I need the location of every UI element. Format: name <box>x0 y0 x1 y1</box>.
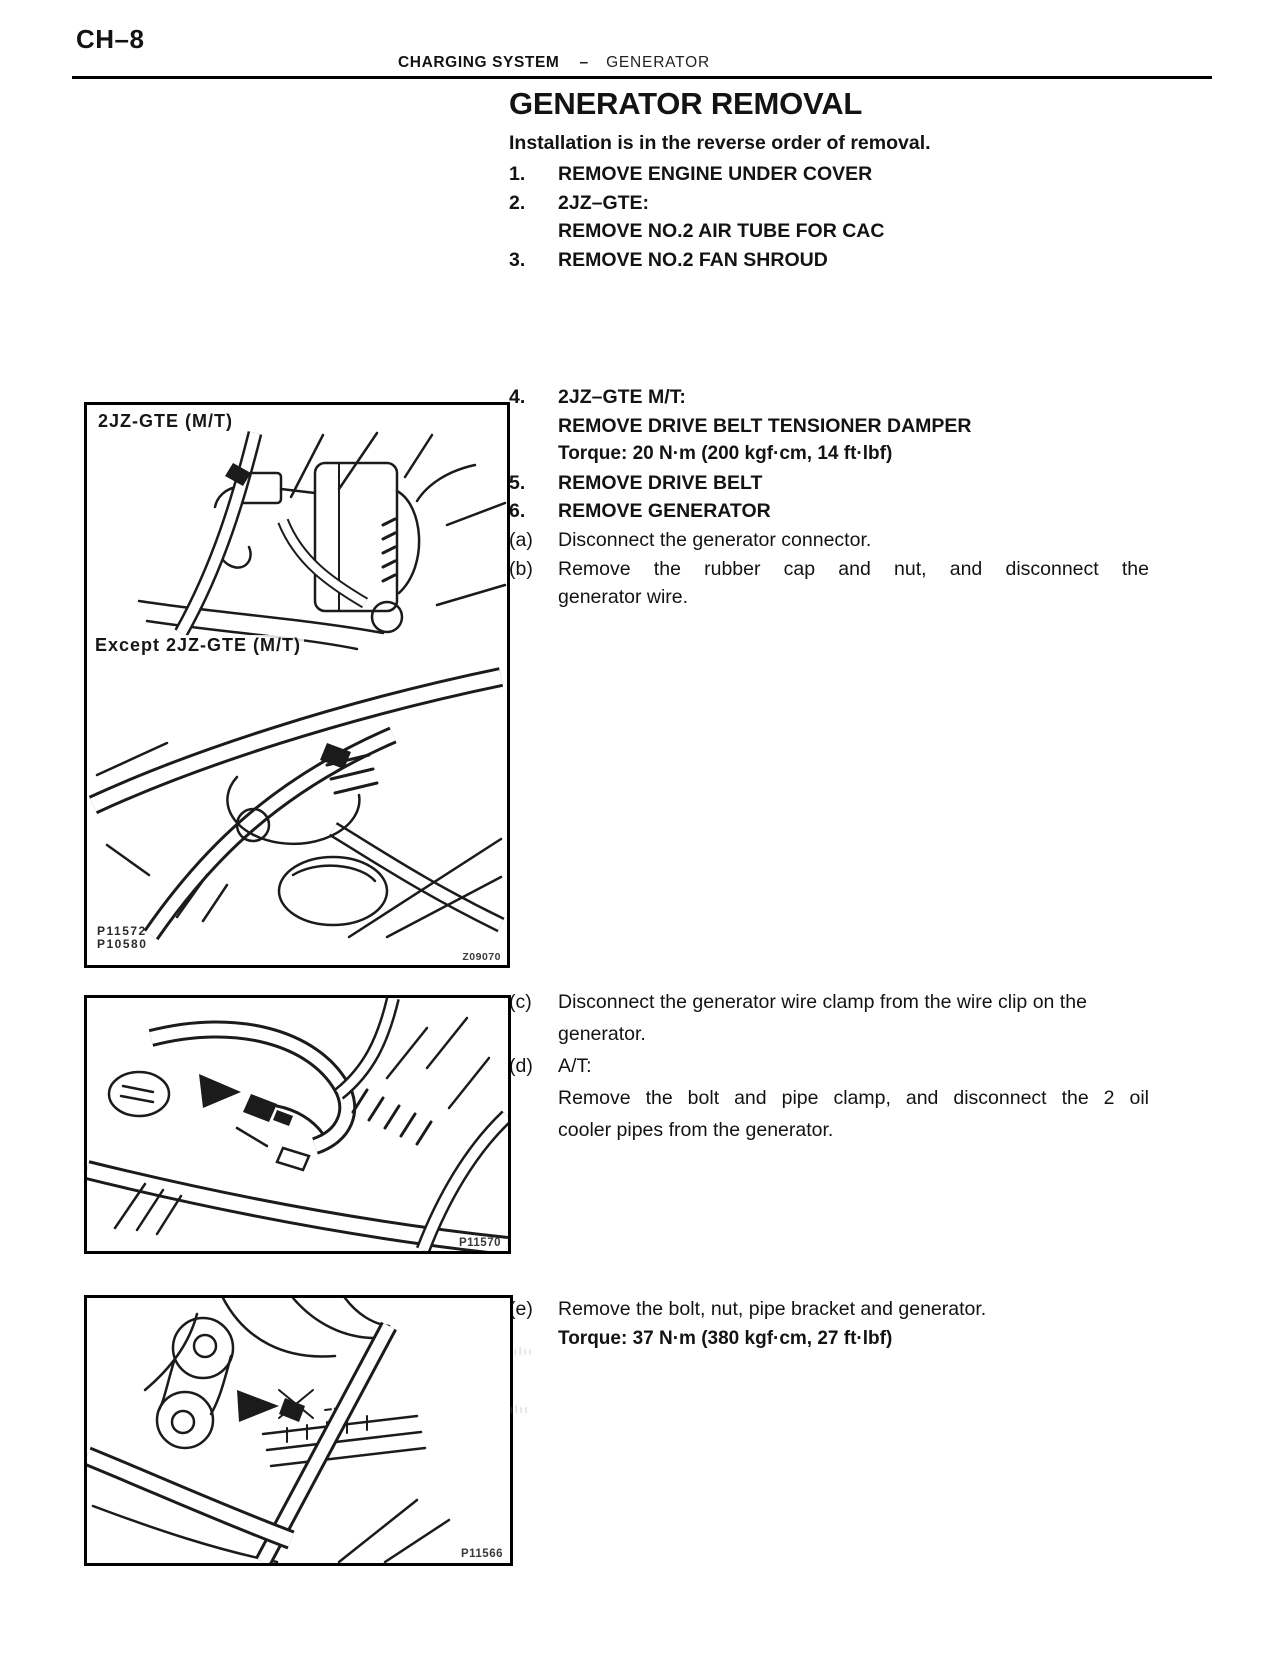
step-row: 6. REMOVE GENERATOR <box>509 497 1149 526</box>
figure-code: P11566 <box>460 1548 503 1560</box>
page-title: GENERATOR REMOVAL <box>509 86 863 121</box>
steps-1-3: 1. REMOVE ENGINE UNDER COVER 2. 2JZ–GTE:… <box>509 160 1149 274</box>
scan-smudge: ılıı <box>510 1404 530 1416</box>
bolt-highlight <box>279 1398 305 1422</box>
running-header-topic: GENERATOR <box>606 54 711 71</box>
arrow-icon <box>199 1074 241 1108</box>
torque-spec: Torque: 20 N·m (200 kgf·cm, 14 ft·lbf) <box>558 443 893 465</box>
substep-row: (e) Remove the bolt, nut, pipe bracket a… <box>509 1294 1149 1324</box>
wire-clamp-highlight <box>243 1094 277 1122</box>
torque-spec: Torque: 37 N·m (380 kgf·cm, 27 ft·lbf) <box>558 1328 893 1349</box>
step-text: REMOVE ENGINE UNDER COVER <box>558 163 873 185</box>
step-row: 4. 2JZ–GTE M/T: <box>509 383 1149 412</box>
substep-text: Remove the bolt, nut, pipe bracket and g… <box>558 1298 987 1320</box>
wire-nut-highlight <box>320 743 351 769</box>
substep-text: Remove the bolt and pipe clamp, and disc… <box>558 1087 1149 1109</box>
substeps-c-d: (c) Disconnect the generator wire clamp … <box>509 986 1149 1146</box>
step-number: 1. <box>509 163 526 185</box>
substep-text: Disconnect the generator wire clamp from… <box>558 991 1087 1013</box>
figure-drawing <box>87 998 508 1251</box>
substep-row: Remove the bolt and pipe clamp, and disc… <box>509 1082 1149 1114</box>
substep-text: generator wire. <box>558 586 689 609</box>
substep-label: (b) <box>509 557 533 580</box>
header-rule <box>72 76 1212 79</box>
step-row: 3. REMOVE NO.2 FAN SHROUD <box>509 246 1149 275</box>
step-number: 2. <box>509 191 526 214</box>
figure-pipe-bracket: P11566 <box>84 1295 513 1566</box>
figure-wire-clamp: P11570 <box>84 995 511 1254</box>
substep-text: Disconnect the generator connector. <box>558 528 872 551</box>
running-header: CHARGING SYSTEM – GENERATOR <box>398 54 710 72</box>
step-text: REMOVE DRIVE BELT TENSIONER DAMPER <box>558 414 972 437</box>
intro-line: Installation is in the reverse order of … <box>509 132 931 154</box>
chapter-code: CH–8 <box>76 24 145 54</box>
torque-spec-row: Torque: 37 N·m (380 kgf·cm, 27 ft·lbf) <box>509 1324 1149 1354</box>
substep-row: (a) Disconnect the generator connector. <box>509 526 1149 555</box>
scan-smudge: ılıı <box>514 1346 534 1358</box>
substep-label: (c) <box>509 991 532 1013</box>
wire-clip-highlight <box>273 1110 293 1126</box>
step-text: 2JZ–GTE M/T: <box>558 386 686 408</box>
substep-row: (b) Remove the rubber cap and nut, and d… <box>509 555 1149 584</box>
figure-code: P11570 <box>458 1237 501 1249</box>
substep-text: Remove the rubber cap and nut, and disco… <box>558 557 1149 580</box>
step-row: 1. REMOVE ENGINE UNDER COVER <box>509 160 1149 189</box>
substep-label: (d) <box>509 1055 533 1077</box>
figure-drawing <box>88 431 507 941</box>
step-text: REMOVE NO.2 FAN SHROUD <box>558 248 828 271</box>
substep-row: cooler pipes from the generator. <box>509 1114 1149 1146</box>
step-number: 6. <box>509 500 526 523</box>
figure-generator-location: 2JZ-GTE (M/T) Except 2JZ-GTE (M/T) P1157… <box>84 402 510 968</box>
step-text: REMOVE GENERATOR <box>558 500 771 523</box>
step-row: REMOVE NO.2 AIR TUBE FOR CAC <box>509 217 1149 246</box>
step-number: 4. <box>509 386 526 408</box>
torque-spec-row: Torque: 20 N·m (200 kgf·cm, 14 ft·lbf) <box>509 440 1149 469</box>
steps-4-6: 4. 2JZ–GTE M/T: REMOVE DRIVE BELT TENSIO… <box>509 383 1149 612</box>
running-header-separator: – <box>579 54 589 71</box>
figure-variant-label: 2JZ-GTE (M/T) <box>95 411 236 432</box>
step-text: REMOVE DRIVE BELT <box>558 471 763 494</box>
figure-code: P11572 <box>97 924 147 938</box>
step-row: 2. 2JZ–GTE: <box>509 189 1149 218</box>
substep-row: (d) A/T: <box>509 1050 1149 1082</box>
step-number: 3. <box>509 248 526 271</box>
figure-code: P10580 <box>97 937 148 951</box>
figure-code: Z09070 <box>462 951 501 963</box>
step-row: REMOVE DRIVE BELT TENSIONER DAMPER <box>509 412 1149 441</box>
arrow-icon <box>237 1390 279 1422</box>
substep-row: generator. <box>509 1018 1149 1050</box>
substep-row: generator wire. <box>509 583 1149 612</box>
running-header-section: CHARGING SYSTEM <box>398 54 560 71</box>
substep-row: (c) Disconnect the generator wire clamp … <box>509 986 1149 1018</box>
step-text: REMOVE NO.2 AIR TUBE FOR CAC <box>558 220 885 242</box>
substep-label: (a) <box>509 528 533 551</box>
substep-text: A/T: <box>558 1055 592 1077</box>
figure-except-label: Except 2JZ-GTE (M/T) <box>92 635 305 656</box>
substep-text: cooler pipes from the generator. <box>558 1119 834 1141</box>
substep-label: (e) <box>509 1298 533 1320</box>
figure-code-block: P11572 P10580 <box>97 925 147 951</box>
substep-e: (e) Remove the bolt, nut, pipe bracket a… <box>509 1294 1149 1354</box>
connector-highlight <box>225 463 251 486</box>
figure-drawing <box>87 1298 451 1563</box>
step-row: 5. REMOVE DRIVE BELT <box>509 469 1149 498</box>
step-text: 2JZ–GTE: <box>558 191 650 214</box>
step-number: 5. <box>509 471 526 494</box>
substep-text: generator. <box>558 1023 646 1045</box>
